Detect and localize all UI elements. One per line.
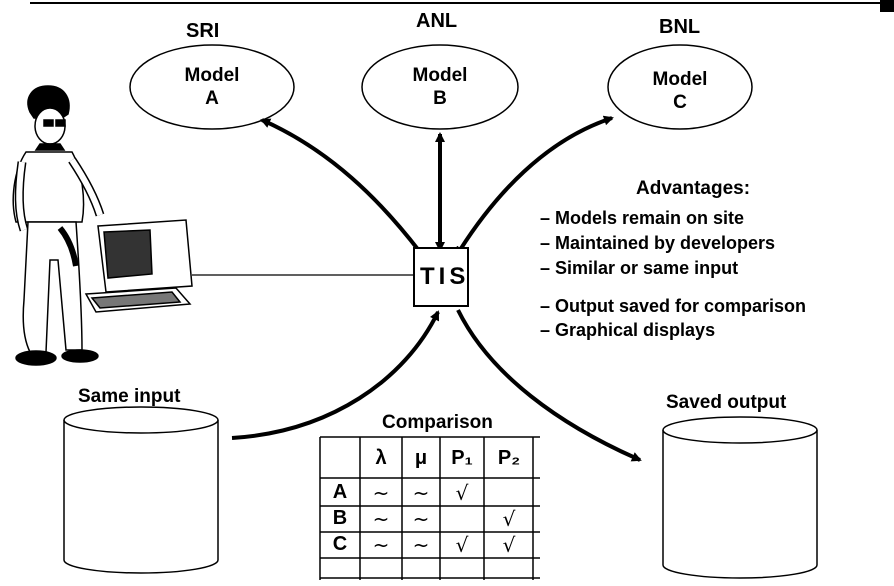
table-cell: ~ [412,481,430,505]
advantage-item: – Maintained by developers [540,233,776,253]
model-a-label: Model A [152,64,272,110]
check-mark: √ [502,507,516,531]
output-cylinder [662,416,818,579]
column-header-p1: P₁ [451,447,473,469]
output-label: Saved output [666,392,787,413]
comparison-title: Comparison [382,412,493,433]
arrow-tis-to-output [456,309,642,462]
model-a-ellipse [129,44,295,130]
advantages-title: Advantages: [636,178,751,199]
tis-box [413,247,469,307]
table-cell: ~ [412,507,430,531]
check-mark: √ [502,533,516,557]
column-header-p2: P₂ [497,447,521,469]
advantage-item: – Similar or same input [540,258,739,278]
site-label-anl: ANL [416,10,458,32]
table-cell: ~ [412,533,430,557]
corner-mark [880,0,894,12]
arrow-tis-model-a [260,118,425,259]
model-a-line2: A [205,88,219,109]
model-c-label: Model C [620,68,740,114]
check-mark: √ [455,533,469,557]
model-a-line1: Model [184,65,240,86]
arrow-tis-model-c [455,115,614,257]
tis-label: TIS [420,263,470,290]
model-c-line1: Model [652,69,708,90]
column-header-mu: μ [414,447,428,469]
advantage-item: – Models remain on site [540,208,745,228]
site-label-bnl: BNL [659,16,701,38]
computer-terminal-illustration [84,219,193,313]
input-cylinder [63,406,219,574]
check-mark: √ [455,481,469,505]
column-header-lambda: λ [375,447,387,469]
table-cell: ~ [372,481,390,505]
model-b-ellipse [361,44,519,130]
table-cell: ~ [372,507,390,531]
row-label-a: A [332,481,348,503]
comparison-table-grid [319,436,540,580]
arrow-input-to-tis [231,310,440,440]
advantage-item: – Output saved for comparison [540,296,807,316]
row-label-b: B [332,507,348,529]
model-b-line1: Model [412,65,468,86]
model-c-line2: C [673,92,687,113]
advantage-item: – Graphical displays [540,320,716,340]
person-illustration [12,85,105,366]
model-b-line2: B [433,88,447,109]
row-label-c: C [332,533,348,555]
table-cell: ~ [372,533,390,557]
site-label-sri: SRI [186,20,220,42]
model-b-label: Model B [380,64,500,110]
input-label: Same input [78,386,181,407]
model-c-ellipse [607,44,753,130]
